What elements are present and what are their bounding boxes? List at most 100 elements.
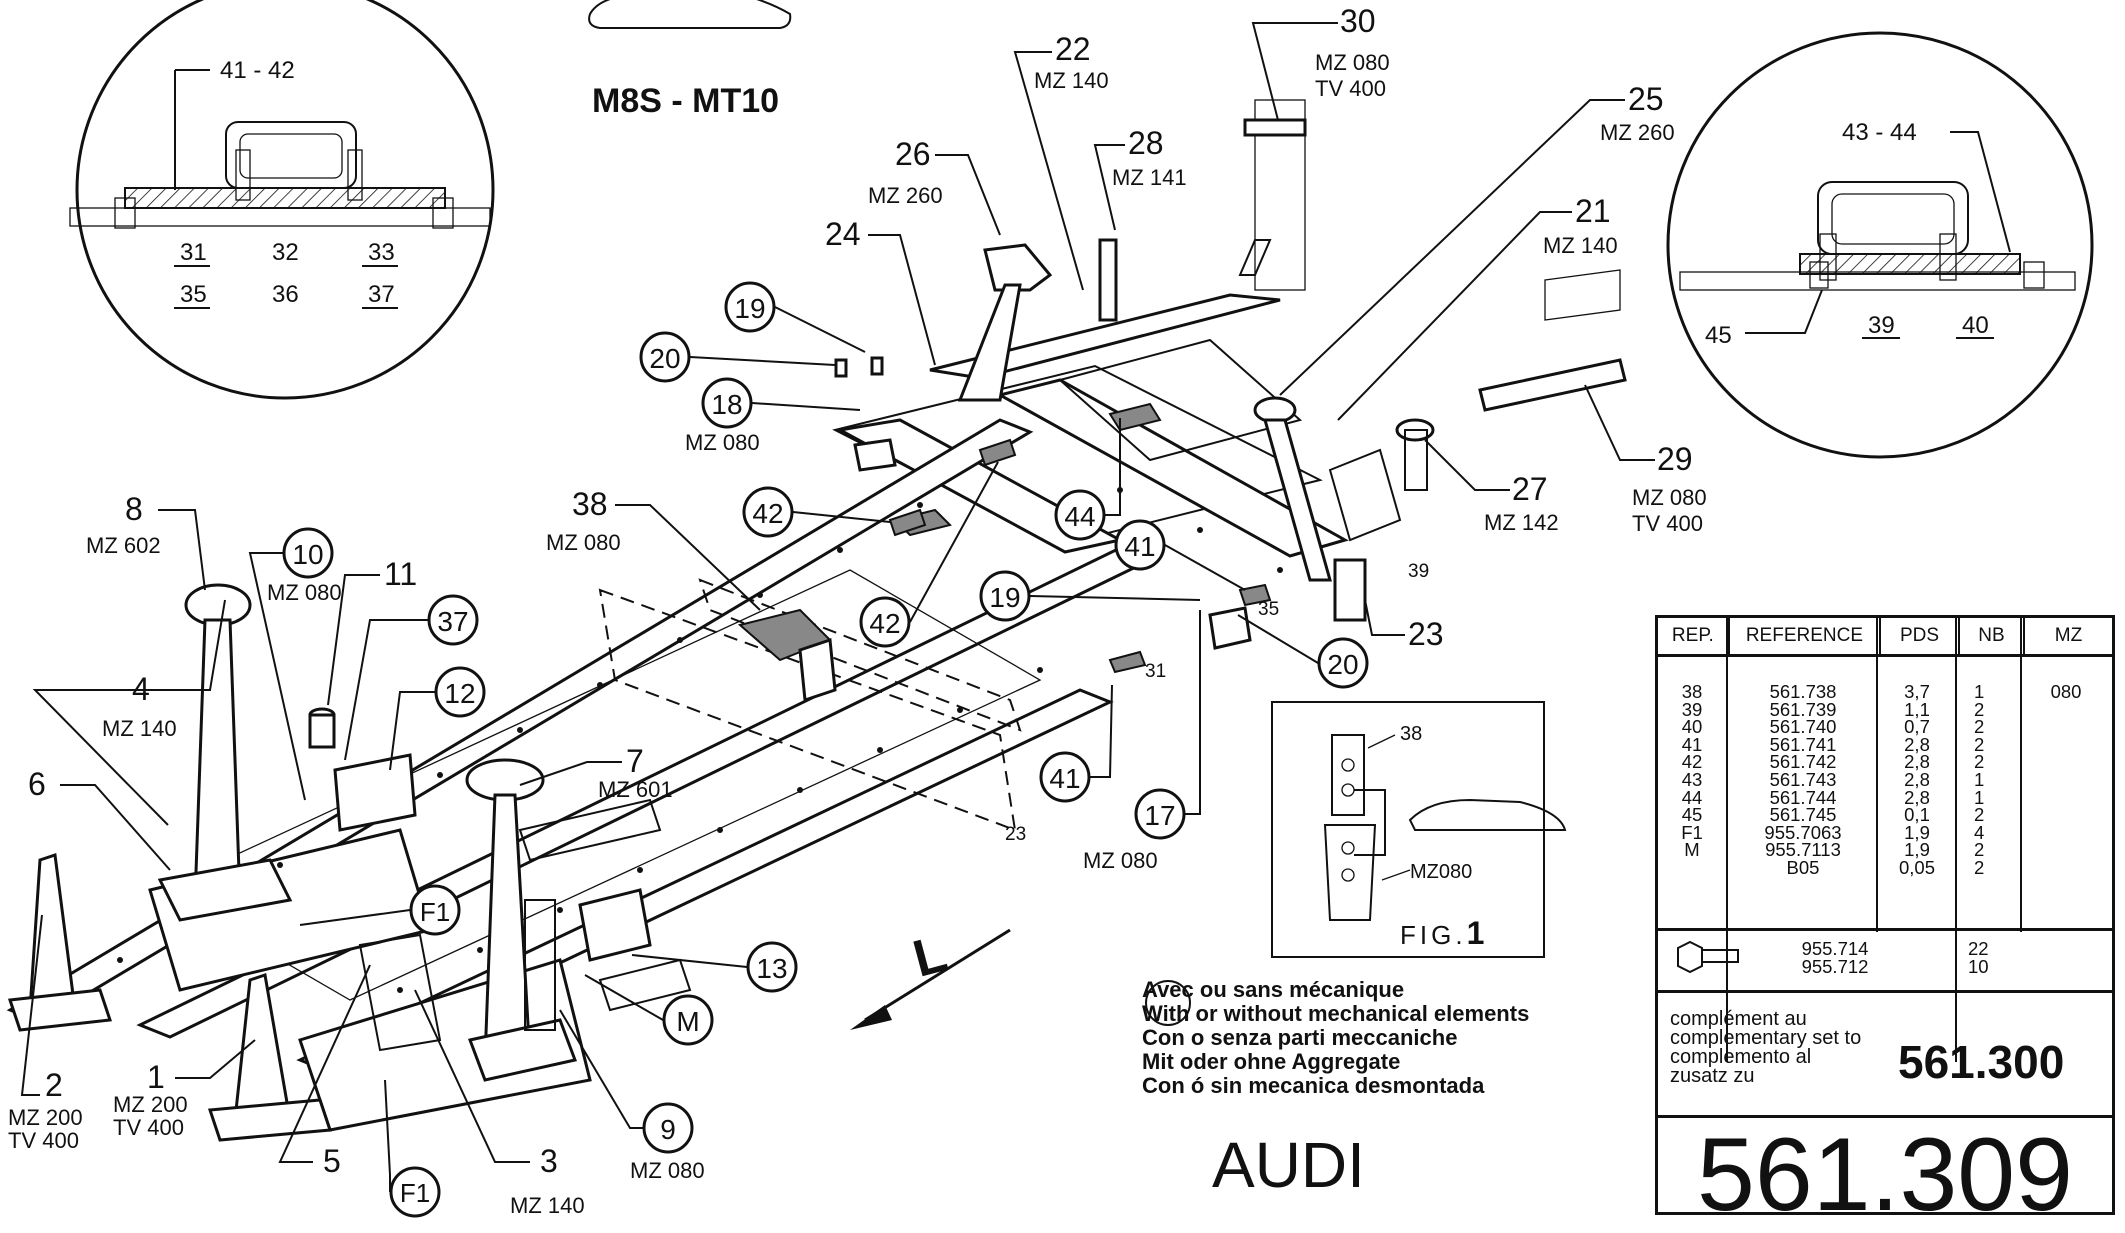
- parts-table-header: REP. REFERENCE PDS NB MZ: [1658, 617, 2112, 657]
- pds-cell: 0,05: [1898, 856, 1935, 878]
- circle-17-sub: MZ 080: [1083, 848, 1158, 873]
- circled-callouts: 19 20 18 MZ 080 42 44 41 19 42 20 41 17 …: [248, 281, 1369, 1218]
- detail-right-label-45: 45: [1705, 322, 1732, 349]
- detail-right-title: 43 - 44: [1842, 119, 1917, 146]
- callout-30-sub-1: MZ 080: [1315, 50, 1390, 75]
- detail-right-label-39: 39: [1868, 312, 1895, 339]
- callout-8-sub: MZ 602: [86, 533, 161, 558]
- complement-text: complément au complementary set to compl…: [1670, 1008, 1862, 1087]
- rep-cell: 44: [1681, 786, 1703, 808]
- callout-2: 2: [45, 1067, 63, 1103]
- inline-mark-31: 31: [1145, 661, 1166, 682]
- fig1-ref-38: 38: [1400, 723, 1422, 745]
- circle-9: 9: [660, 1114, 676, 1145]
- callout-22: 22: [1055, 31, 1091, 67]
- nb-cell: 2: [1974, 839, 1985, 861]
- pds-cell: 0,7: [1904, 716, 1930, 738]
- legend-line-fr: Avec ou sans mécanique: [1142, 977, 1405, 1002]
- reference-cell: 561.738: [1769, 681, 1837, 702]
- arrow-label-L: L: [907, 924, 953, 988]
- callout-29-sub-2: TV 400: [1632, 511, 1703, 536]
- circle-17: 17: [1144, 800, 1175, 831]
- rep-cell: 41: [1681, 733, 1703, 755]
- callout-11: 11: [384, 556, 417, 592]
- circle-10: 10: [292, 539, 323, 570]
- page-title: M8S - MT10: [592, 82, 780, 120]
- inline-mark-23: 23: [1005, 824, 1026, 845]
- pds-cell: 3,7: [1904, 681, 1930, 702]
- callout-27: 27: [1512, 471, 1548, 507]
- callout-24: 24: [825, 216, 861, 252]
- detail-left-label-31: 31: [180, 239, 207, 266]
- header-rep: REP.: [1658, 617, 1730, 657]
- callout-21-sub: MZ 140: [1543, 233, 1618, 258]
- legend-line-it: Con o senza parti meccaniche: [1142, 1025, 1458, 1050]
- circle-19b: 19: [989, 582, 1020, 613]
- callout-6: 6: [28, 766, 46, 802]
- table-vline-2: [1876, 617, 1878, 932]
- circle-42a: 42: [752, 498, 783, 529]
- bolt-nb-2: 10: [1968, 956, 1989, 977]
- nb-cell: 2: [1974, 804, 1985, 826]
- rep-cell: F1: [1681, 821, 1703, 843]
- header-pds: PDS: [1880, 617, 1960, 657]
- rep-cell: 38: [1681, 681, 1703, 702]
- nb-cell: 2: [1974, 716, 1985, 738]
- complement-en: complementary set to: [1670, 1027, 1862, 1049]
- callout-3: 3: [540, 1143, 558, 1179]
- circle-M: M: [676, 1006, 699, 1037]
- circle-F1a: F1: [420, 897, 450, 927]
- circle-19a: 19: [734, 293, 765, 324]
- detail-left-title: 41 - 42: [220, 57, 295, 84]
- pds-cell: 1,1: [1904, 698, 1930, 720]
- reference-cell: 561.741: [1769, 733, 1837, 755]
- circle-10-sub: MZ 080: [267, 580, 342, 605]
- callout-25: 25: [1628, 81, 1664, 117]
- complement-fr: complément au: [1670, 1008, 1807, 1030]
- callout-29-sub-1: MZ 080: [1632, 485, 1707, 510]
- complement-de: zusatz zu: [1670, 1065, 1755, 1087]
- car-silhouette-top: [588, 0, 792, 29]
- circle-13: 13: [756, 953, 787, 984]
- header-nb: NB: [1958, 617, 2025, 657]
- legend-circle-symbol: [1145, 980, 1191, 1026]
- circle-41a: 41: [1124, 531, 1155, 562]
- complement-it: complemento al: [1670, 1046, 1812, 1068]
- rep-cell: 43: [1681, 768, 1703, 790]
- rep-cell: 39: [1681, 698, 1703, 720]
- reference-cell: 955.7063: [1764, 821, 1842, 843]
- nb-cell: 1: [1974, 786, 1985, 808]
- callout-2-sub-2: TV 400: [8, 1128, 79, 1153]
- pds-cell: 0,1: [1904, 804, 1930, 826]
- callout-1-sub-1: MZ 200: [113, 1092, 188, 1117]
- callout-23: 23: [1408, 616, 1444, 652]
- circle-20a: 20: [649, 343, 680, 374]
- callout-1: 1: [147, 1059, 165, 1095]
- callout-25-sub: MZ 260: [1600, 120, 1675, 145]
- towers: [7, 99, 1627, 1142]
- complement-number: 561.300: [1898, 1036, 2065, 1088]
- table-hline-3: [1655, 1115, 2115, 1118]
- legend: Avec ou sans mécanique With or without m…: [1142, 978, 1529, 1098]
- inline-mark-35: 35: [1258, 599, 1279, 620]
- bolt-icon: [1677, 940, 1739, 974]
- callout-30: 30: [1340, 3, 1376, 39]
- pds-cell: 1,9: [1904, 821, 1930, 843]
- fig1-box: 38 MZ080: [1271, 701, 1567, 958]
- parts-table-frame: [1655, 615, 2115, 1215]
- table-vline-3: [1955, 617, 1957, 1062]
- nb-cell: 1: [1974, 768, 1985, 790]
- detail-left-label-32: 32: [272, 239, 299, 266]
- circle-44: 44: [1064, 501, 1095, 532]
- circle-20b: 20: [1327, 649, 1358, 680]
- table-vline-1: [1726, 617, 1728, 1062]
- reference-cell: 561.743: [1769, 768, 1837, 790]
- callout-38-sub: MZ 080: [546, 530, 621, 555]
- legend-line-en: With or without mechanical elements: [1142, 1001, 1530, 1026]
- circle-37: 37: [437, 606, 468, 637]
